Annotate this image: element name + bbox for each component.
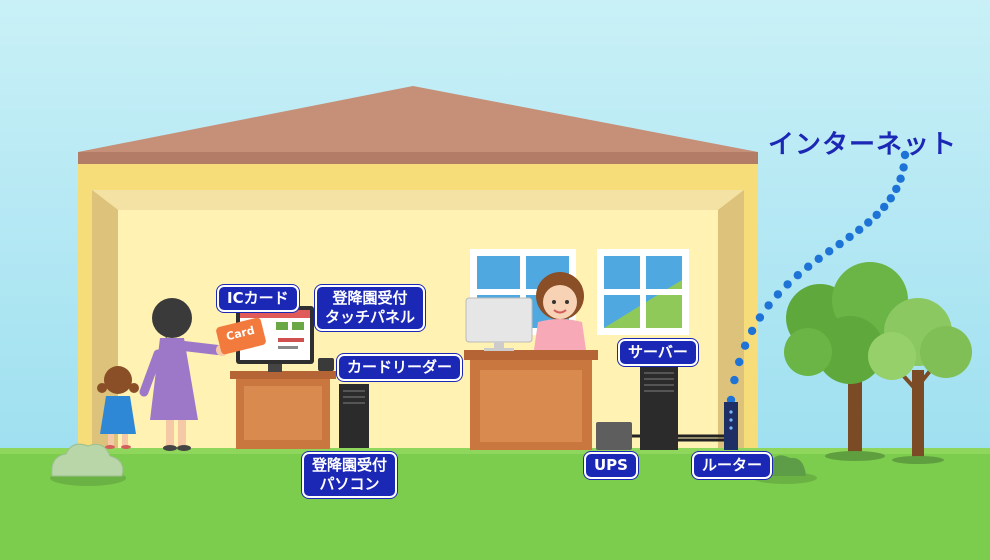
connection-dot — [735, 357, 744, 367]
connection-dot — [730, 375, 739, 385]
reception-desk — [230, 371, 336, 449]
staff-person — [534, 272, 586, 350]
connection-dot — [864, 218, 873, 227]
ground — [0, 448, 990, 560]
connection-dot — [814, 254, 823, 263]
connection-dot — [773, 290, 783, 299]
connection-dot — [896, 174, 905, 183]
connection-dot — [899, 163, 908, 172]
touch-panel-label: 登降園受付 タッチパネル — [315, 285, 426, 331]
connection-dot — [825, 247, 834, 256]
bush-left — [50, 443, 126, 486]
card-reader-label: カードリーダー — [337, 354, 463, 381]
connection-dot — [872, 210, 881, 220]
staff-desk — [464, 350, 598, 450]
connection-dot — [880, 202, 889, 212]
staff-monitor — [465, 297, 533, 351]
connection-dot — [764, 301, 773, 310]
server-label: サーバー — [618, 339, 698, 366]
connection-dot — [845, 232, 854, 242]
router-label: ルーター — [692, 452, 773, 479]
internet-connection-dots — [726, 150, 910, 405]
ups-label: UPS — [584, 452, 638, 479]
tree-front — [868, 298, 972, 464]
reception-pc-label: 登降園受付 パソコン — [302, 452, 398, 498]
internet-label: インターネット — [768, 130, 958, 160]
ic-card — [216, 317, 266, 355]
window-right — [597, 249, 689, 335]
connection-dot — [793, 271, 802, 280]
connection-dot — [855, 225, 864, 234]
connection-dot — [783, 280, 792, 289]
connection-dot — [892, 184, 901, 194]
ic-card-label: ICカード — [217, 285, 299, 312]
reception-pc-tower — [339, 384, 369, 448]
server-tower — [640, 366, 678, 450]
ups-device — [596, 422, 632, 450]
connection-dot — [900, 150, 910, 160]
child — [97, 366, 139, 449]
connection-dot — [747, 326, 757, 336]
connection-dot — [804, 262, 813, 271]
tree-back — [784, 262, 908, 461]
connection-dot — [740, 341, 750, 350]
connection-dot — [886, 194, 895, 203]
connection-dot — [755, 313, 765, 322]
roof — [78, 86, 758, 152]
connection-dot — [835, 239, 844, 249]
router-device — [724, 402, 738, 450]
card-reader-device — [318, 358, 334, 371]
